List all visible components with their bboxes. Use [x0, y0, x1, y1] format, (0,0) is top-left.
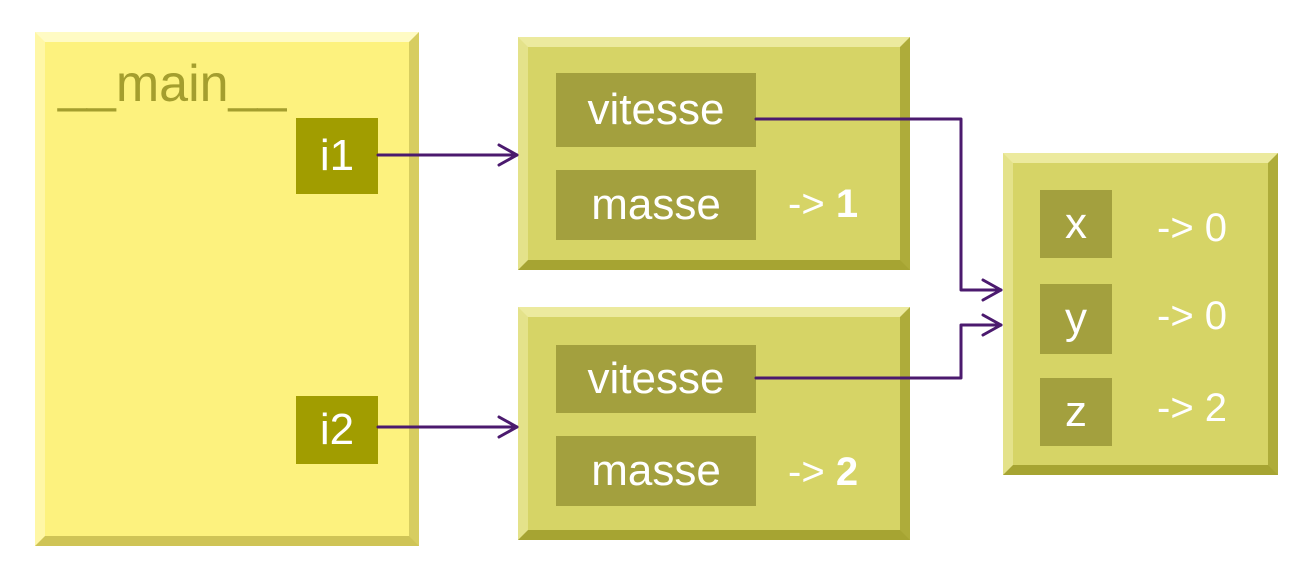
vector-y-value: -> 0 — [1157, 294, 1228, 338]
instance-2-masse: masse — [556, 436, 756, 506]
ref-i1[interactable]: i1 — [296, 118, 378, 194]
arrow-i2-to-instance-2 — [376, 415, 519, 439]
instance-2-masse-value: -> 2 — [788, 450, 859, 494]
arrow-vitesse-2-to-vector — [754, 313, 1003, 380]
instance-2-vitesse: vitesse — [556, 345, 756, 413]
vector-z-label: z — [1040, 378, 1112, 446]
main-frame — [35, 32, 419, 546]
vector-x-label: x — [1040, 190, 1112, 258]
arrow-i1-to-instance-1 — [376, 143, 519, 167]
main-frame-title: __main__ — [58, 55, 287, 113]
arrow-vitesse-1-to-vector — [754, 117, 1003, 302]
vector-x-value: -> 0 — [1157, 206, 1228, 250]
instance-1-masse-value: -> 1 — [788, 182, 859, 226]
ref-i2[interactable]: i2 — [296, 396, 378, 464]
vector-z-value: -> 2 — [1157, 386, 1228, 430]
instance-1-masse: masse — [556, 170, 756, 240]
instance-1-vitesse: vitesse — [556, 73, 756, 147]
vector-y-label: y — [1040, 284, 1112, 354]
